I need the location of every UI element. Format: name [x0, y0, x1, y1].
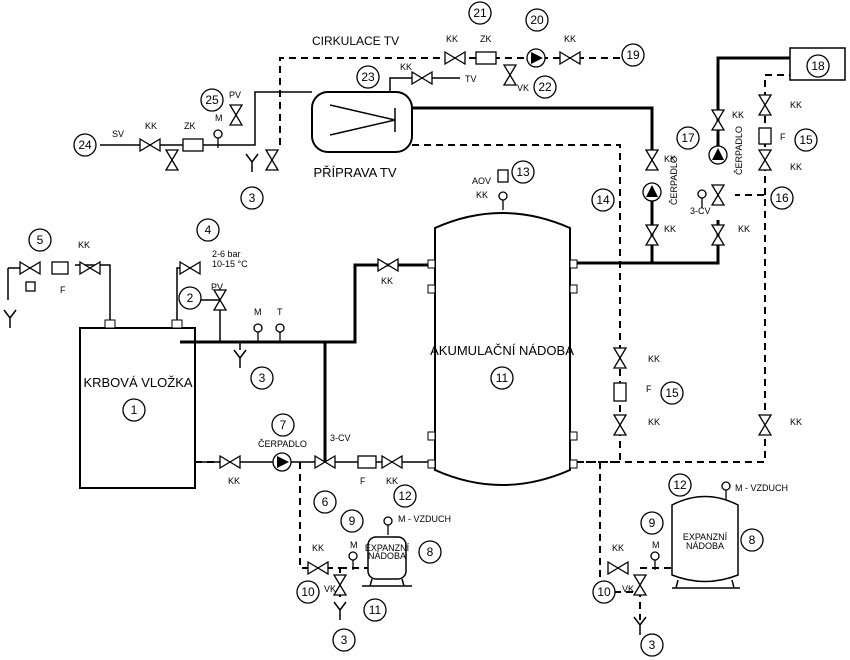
component-labels: CIRKULACE TV SV KK ZK M PV KK TV KK ZK K…: [60, 34, 802, 594]
svg-text:SV: SV: [112, 129, 124, 139]
svg-text:23: 23: [361, 70, 375, 84]
expansion-vessel-large: [671, 495, 740, 589]
svg-text:24: 24: [78, 138, 92, 152]
svg-text:VK: VK: [324, 584, 336, 594]
svg-text:8: 8: [427, 545, 434, 559]
svg-text:8: 8: [749, 533, 756, 547]
svg-text:13: 13: [516, 165, 530, 179]
svg-text:EXPANZNÍ: EXPANZNÍ: [683, 532, 728, 542]
expansion-vessel-small: [362, 536, 412, 587]
svg-text:KK: KK: [648, 417, 660, 427]
svg-text:ČERPADLO: ČERPADLO: [734, 126, 744, 175]
svg-text:AOV: AOV: [472, 176, 491, 186]
svg-text:KK: KK: [400, 62, 412, 72]
svg-text:KK: KK: [564, 34, 576, 44]
svg-text:KK: KK: [228, 476, 240, 486]
svg-text:3-CV: 3-CV: [690, 206, 711, 216]
svg-text:PV: PV: [211, 282, 223, 292]
tank-label: AKUMULAČNÍ NÁDOBA: [430, 343, 574, 358]
svg-text:ZK: ZK: [480, 34, 492, 44]
svg-text:2-6 bar: 2-6 bar: [212, 249, 241, 259]
svg-text:ČERPADLO: ČERPADLO: [258, 439, 307, 449]
svg-text:KK: KK: [648, 354, 660, 364]
svg-text:3: 3: [649, 638, 656, 652]
stove-label: KRBOVÁ VLOŽKA: [83, 375, 192, 390]
svg-text:15: 15: [799, 133, 813, 147]
filters: [25, 51, 772, 469]
svg-text:11: 11: [369, 603, 382, 617]
svg-text:4: 4: [205, 223, 212, 237]
svg-text:KK: KK: [145, 121, 157, 131]
svg-text:22: 22: [538, 80, 552, 94]
svg-text:M: M: [350, 540, 358, 550]
svg-text:9: 9: [349, 514, 356, 528]
svg-text:PV: PV: [229, 90, 241, 100]
svg-text:F: F: [360, 476, 366, 486]
svg-text:T: T: [277, 307, 283, 317]
svg-text:10: 10: [597, 585, 611, 599]
svg-text:11: 11: [496, 371, 509, 385]
svg-text:F: F: [646, 384, 652, 394]
svg-text:TV: TV: [465, 74, 477, 84]
svg-text:KK: KK: [790, 100, 802, 110]
hot-water-heater: [311, 91, 413, 153]
svg-text:M: M: [215, 113, 223, 123]
svg-text:16: 16: [775, 191, 789, 205]
svg-text:VK: VK: [622, 584, 634, 594]
svg-text:NÁDOBA: NÁDOBA: [686, 541, 724, 551]
svg-text:KK: KK: [386, 476, 398, 486]
svg-text:21: 21: [473, 6, 487, 20]
svg-text:3: 3: [249, 191, 256, 205]
svg-text:M: M: [652, 540, 660, 550]
svg-text:KK: KK: [732, 110, 744, 120]
svg-text:EXPANZNÍ: EXPANZNÍ: [365, 543, 410, 553]
svg-text:KK: KK: [664, 224, 676, 234]
svg-text:19: 19: [626, 48, 640, 62]
svg-text:ZK: ZK: [184, 121, 196, 131]
svg-text:KK: KK: [612, 543, 624, 553]
svg-text:KK: KK: [78, 240, 90, 250]
svg-text:17: 17: [681, 131, 695, 145]
svg-text:KK: KK: [381, 276, 393, 286]
svg-text:9: 9: [649, 516, 656, 530]
svg-text:15: 15: [665, 386, 679, 400]
svg-text:CIRKULACE TV: CIRKULACE TV: [312, 34, 399, 48]
svg-text:10: 10: [301, 585, 315, 599]
svg-text:M - VZDUCH: M - VZDUCH: [398, 514, 451, 524]
svg-text:KK: KK: [738, 224, 750, 234]
svg-text:KK: KK: [312, 543, 324, 553]
svg-text:M - VZDUCH: M - VZDUCH: [735, 483, 788, 493]
svg-text:F: F: [60, 285, 66, 295]
svg-text:18: 18: [811, 59, 825, 73]
svg-text:12: 12: [673, 478, 687, 492]
svg-text:M: M: [254, 307, 262, 317]
svg-text:F: F: [780, 132, 786, 142]
svg-text:20: 20: [530, 13, 544, 27]
svg-text:6: 6: [322, 495, 329, 509]
svg-text:12: 12: [398, 489, 412, 503]
svg-text:3-CV: 3-CV: [330, 433, 351, 443]
svg-text:5: 5: [37, 233, 44, 247]
svg-text:2: 2: [187, 291, 194, 305]
svg-text:VK: VK: [517, 83, 529, 93]
svg-text:3: 3: [259, 371, 266, 385]
svg-text:1: 1: [131, 403, 138, 417]
svg-text:14: 14: [596, 193, 610, 207]
svg-text:NÁDOBA: NÁDOBA: [368, 551, 406, 561]
accumulation-tank: [427, 212, 578, 486]
svg-text:KK: KK: [664, 154, 676, 164]
hotwater-label: PŘÍPRAVA TV: [313, 165, 396, 180]
svg-text:3: 3: [341, 633, 348, 647]
svg-text:KK: KK: [446, 34, 458, 44]
svg-text:25: 25: [205, 93, 219, 107]
svg-text:KK: KK: [790, 417, 802, 427]
svg-text:ČERPADLO: ČERPADLO: [669, 156, 679, 205]
callouts: 1 2 3 3 3 3 4 5 6 7 8 8 9 9 10 10 11 11 …: [28, 1, 830, 657]
svg-text:KK: KK: [476, 190, 488, 200]
svg-text:KK: KK: [790, 162, 802, 172]
svg-text:10-15 °C: 10-15 °C: [212, 259, 248, 269]
svg-text:7: 7: [280, 418, 287, 432]
